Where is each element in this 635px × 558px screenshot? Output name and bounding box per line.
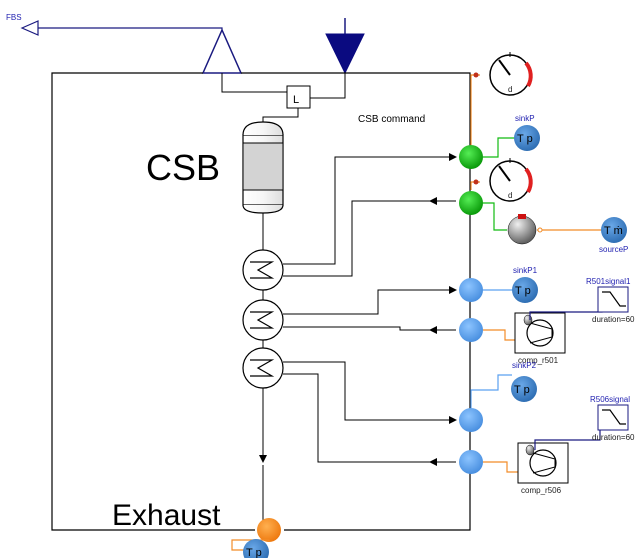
csb-vessel[interactable]: [242, 121, 284, 214]
sink-p3-tp: T p: [246, 547, 262, 558]
compressor-r506[interactable]: [517, 442, 569, 484]
heat-exchanger-1[interactable]: [242, 249, 284, 291]
r506-ramp-signal[interactable]: [597, 404, 629, 431]
exhaust-label: Exhaust: [112, 499, 221, 532]
fbs-outlet-arrow: [20, 20, 39, 36]
r506-signal-label: R506signal: [590, 395, 630, 404]
green-node-1[interactable]: [459, 145, 483, 169]
sink-p1[interactable]: [512, 277, 538, 303]
csb-label: CSB: [146, 147, 220, 188]
pressure-valve[interactable]: [507, 214, 537, 245]
level-controller[interactable]: [286, 85, 311, 109]
source-p-label: sourceP: [599, 245, 628, 254]
fbs-line: [20, 20, 223, 38]
source-p-tm: T ṁ: [604, 225, 623, 237]
sink-p2[interactable]: [511, 376, 537, 402]
comp-r506-label: comp_r506: [521, 486, 562, 495]
r501-signal-label: R501signal1: [586, 277, 631, 286]
r501-ramp-signal[interactable]: [597, 286, 629, 313]
pressure-gauge-2[interactable]: d: [489, 158, 533, 202]
sink-p1-label: sinkP1: [513, 266, 538, 275]
fbs-label: FBS: [6, 13, 22, 22]
blue-node-4[interactable]: [459, 450, 483, 474]
blue-node-3[interactable]: [459, 408, 483, 432]
green-node-2[interactable]: [459, 191, 483, 215]
heat-exchanger-2[interactable]: [242, 299, 284, 341]
sink-p-label: sinkP: [515, 114, 535, 123]
level-controller-label: L: [293, 94, 299, 106]
sink-p2-tp: T p: [514, 384, 530, 396]
sink-p-tp: T p: [517, 133, 533, 145]
sink-p[interactable]: [514, 125, 540, 151]
source-p[interactable]: [601, 217, 627, 243]
comp-r501-label: comp_r501: [518, 356, 559, 365]
main-loop-left: [51, 72, 255, 531]
sink-p1-tp: T p: [515, 285, 531, 297]
pressure-gauge-1[interactable]: d: [489, 52, 533, 96]
heat-exchanger-3[interactable]: [242, 347, 284, 389]
blue-node-1[interactable]: [459, 278, 483, 302]
blue-node-2[interactable]: [459, 318, 483, 342]
r506-duration-label: duration=60: [592, 433, 635, 442]
r501-duration-label: duration=60: [592, 315, 635, 324]
gauge-1-unit: d: [508, 85, 512, 94]
csb-command-label: CSB command: [358, 114, 425, 125]
fbs-splitter-triangle: [201, 28, 243, 74]
sink-p2-label: sinkP2: [512, 361, 537, 370]
compressor-r501[interactable]: [514, 312, 566, 354]
sink-p3[interactable]: [243, 539, 269, 558]
exhaust-node[interactable]: [257, 518, 281, 542]
gauge-2-unit: d: [508, 191, 512, 200]
source-inlet-triangle: [325, 33, 365, 75]
